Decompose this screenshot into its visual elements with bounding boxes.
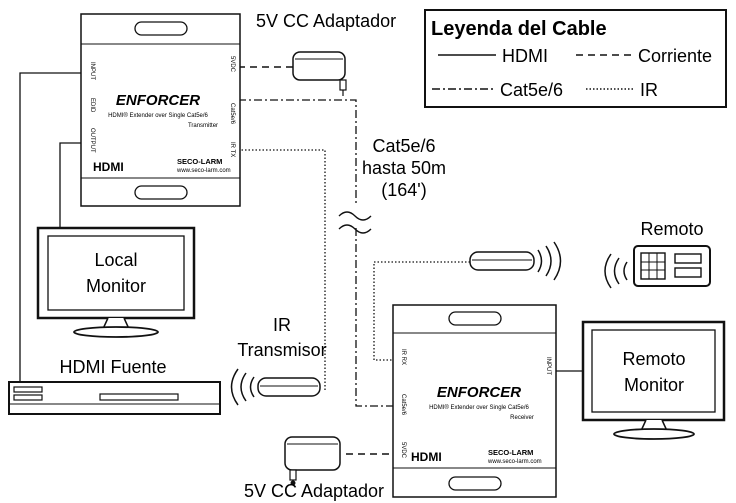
remote-monitor [581, 320, 726, 440]
label-ir-tx-2: Transmisor [237, 340, 326, 360]
port-5vdc-label: 5VDC [229, 56, 235, 73]
label-cat-line2: hasta 50m [362, 158, 446, 178]
port-input-label: INPUT [545, 357, 551, 375]
hdmi-cable-output-local [59, 142, 83, 228]
label-remote-monitor-1: Remoto [622, 349, 685, 369]
legend-hdmi-label: HDMI [502, 46, 548, 66]
port-cat-label: Cat5e/6 [400, 394, 406, 416]
legend-title: Leyenda del Cable [431, 18, 607, 40]
cable-break-icon [338, 211, 372, 234]
transmitter-brand: ENFORCER [116, 92, 200, 109]
port-input-label: INPUT [89, 62, 95, 80]
port-output-label: OUTPUT [89, 128, 95, 153]
cat-cable-lower [355, 228, 394, 407]
port-irrx-label: IR RX [400, 349, 406, 365]
receiver-subtitle: HDMI® Extender over Single Cat5e/6 [429, 404, 529, 411]
transmitter-unit: ENFORCER HDMI® Extender over Single Cat5… [80, 13, 241, 207]
receiver-url: www.seco-larm.com [487, 459, 542, 465]
hdmi-cable-source-input [19, 72, 83, 382]
power-adapter-icon [284, 436, 341, 486]
power-cables [238, 66, 394, 455]
transmitter-maker: SECO-LARM [177, 157, 222, 166]
mount-slot [448, 311, 502, 326]
port-irtx-label: IR TX [229, 142, 235, 157]
diagram-labels: 5V CC Adaptador 5V CC Adaptador Cat5e/6 … [59, 11, 703, 501]
mount-slot [134, 185, 188, 200]
hdmi-cables [19, 72, 583, 382]
label-adapter-top: 5V CC Adaptador [256, 11, 396, 31]
cat-cable-upper [238, 99, 357, 203]
cable-legend: Leyenda del Cable HDMI Corriente Cat5e/6… [424, 9, 727, 108]
port-cat-label: Cat5e/6 [229, 103, 235, 125]
ir-cable-rx [373, 261, 470, 361]
mount-slot [134, 21, 188, 36]
legend-ir-label: IR [640, 80, 658, 100]
local-monitor [36, 226, 196, 338]
ir-cables [238, 149, 470, 392]
receiver-brand: ENFORCER [437, 384, 521, 401]
ir-transmitter-icon [230, 368, 321, 406]
label-remote-monitor-2: Monitor [624, 375, 684, 395]
label-cat-line1: Cat5e/6 [372, 136, 435, 156]
transmitter-url: www.seco-larm.com [176, 168, 231, 174]
transmitter-subtitle: HDMI® Extender over Single Cat5e/6 [108, 112, 208, 119]
label-adapter-bottom: 5V CC Adaptador [244, 481, 384, 501]
receiver-maker: SECO-LARM [488, 448, 533, 457]
hdmi-logo: HDMI [93, 160, 124, 174]
ir-cable-tx [238, 149, 326, 392]
hdmi-source-device [8, 381, 221, 415]
cat-cable [238, 99, 394, 407]
label-remote: Remoto [640, 219, 703, 239]
label-hdmi-source: HDMI Fuente [59, 357, 166, 377]
label-local-monitor-2: Monitor [86, 276, 146, 296]
port-5vdc-label: 5VDC [400, 442, 406, 459]
legend-cat-label: Cat5e/6 [500, 80, 563, 100]
receiver-role: Receiver [510, 415, 534, 421]
ir-receiver-icon [469, 241, 562, 281]
mount-slot [448, 476, 502, 491]
label-cat-line3: (164') [381, 180, 426, 200]
remote-control-icon [604, 245, 711, 289]
receiver-unit: ENFORCER HDMI® Extender over Single Cat5… [392, 304, 557, 498]
legend-power-label: Corriente [638, 46, 712, 66]
port-edid-label: EDID [89, 98, 95, 113]
label-local-monitor-1: Local [94, 250, 137, 270]
hdmi-logo: HDMI [411, 450, 442, 464]
power-adapter-icon [292, 51, 347, 96]
transmitter-role: Transmitter [188, 123, 218, 129]
label-ir-tx-1: IR [273, 315, 291, 335]
